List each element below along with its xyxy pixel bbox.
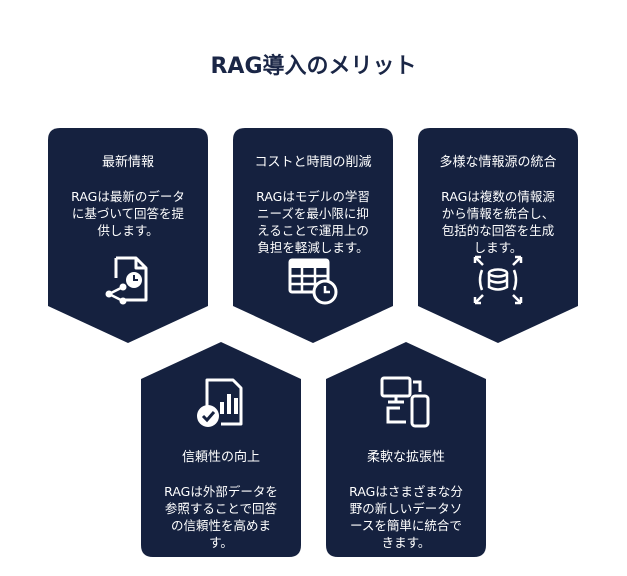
card-description: RAGは外部データを参照することで回答の信頼性を高めます。: [164, 484, 278, 550]
card-source-integration: 多様な情報源の統合 RAGは複数の情報源から情報を統合し、包括的な回答を生成しま…: [418, 128, 578, 343]
card-description: RAGはモデルの学習ニーズを最小限に抑えることで運用上の負担を軽減します。: [256, 189, 370, 255]
card-shape: [418, 128, 578, 343]
card-latest-info: 最新情報 RAGは最新のデータに基づいて回答を提供します。: [48, 128, 208, 343]
card-heading: 多様な情報源の統合: [439, 155, 557, 170]
card-cost-time: コストと時間の削減 RAGはモデルの学習ニーズを最小限に抑えることで運用上の負担…: [233, 128, 393, 343]
card-heading: コストと時間の削減: [254, 155, 372, 170]
card-heading: 最新情報: [101, 155, 154, 170]
database-arrows-icon: [473, 255, 523, 305]
card-shape: [233, 128, 393, 343]
card-heading: 柔軟な拡張性: [366, 450, 445, 465]
card-shape: [141, 342, 301, 557]
card-shape: [48, 128, 208, 343]
table-clock-icon: [288, 258, 338, 305]
card-reliability: 信頼性の向上 RAGは外部データを参照することで回答の信頼性を高めます。: [141, 342, 301, 557]
card-description: RAGは複数の情報源から情報を統合し、包括的な回答を生成します。: [441, 189, 555, 255]
document-chart-check-icon: [197, 378, 243, 427]
card-shape: [326, 342, 486, 557]
card-description: RAGはさまざまな分野の新しいデータソースを簡単に統合できます。: [349, 484, 463, 550]
document-clock-share-icon: [105, 256, 148, 305]
page-title: RAG導入のメリット: [210, 54, 417, 79]
card-description: RAGは最新のデータに基づいて回答を提供します。: [71, 189, 185, 238]
card-scalability: 柔軟な拡張性 RAGはさまざまな分野の新しいデータソースを簡単に統合できます。: [326, 342, 486, 557]
card-heading: 信頼性の向上: [181, 450, 260, 465]
devices-connect-icon: [380, 376, 430, 428]
